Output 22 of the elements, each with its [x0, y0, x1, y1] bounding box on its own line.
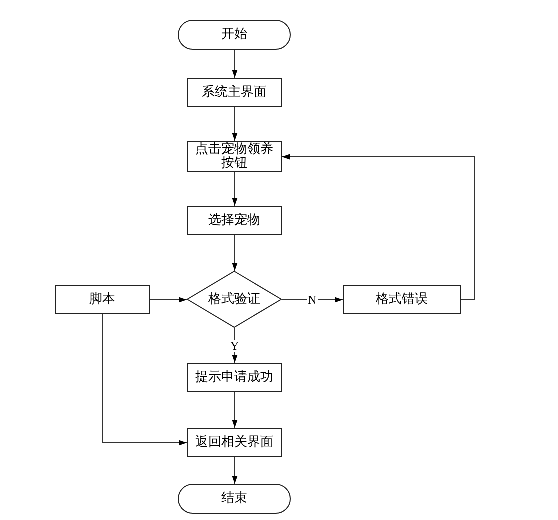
process-box: 脚本	[55, 285, 150, 314]
arrow	[232, 456, 238, 484]
process-box: 格式错误	[343, 285, 461, 314]
process-box: 选择宠物	[187, 206, 282, 235]
terminal-shape: 开始	[178, 20, 291, 50]
decision-diamond: 格式验证	[187, 271, 282, 328]
process-box: 点击宠物领养按钮	[187, 141, 282, 172]
process-box: 返回相关界面	[187, 428, 282, 457]
arrow	[232, 234, 238, 272]
edge-label: Y	[230, 340, 240, 352]
arrow	[150, 297, 188, 303]
arrow	[232, 172, 238, 206]
process-box: 系统主界面	[187, 78, 282, 107]
arrow	[282, 297, 344, 303]
arrow	[232, 50, 238, 78]
arrow	[232, 106, 238, 142]
terminal-shape: 结束	[178, 484, 291, 514]
arrow	[102, 314, 188, 446]
arrow	[282, 154, 475, 300]
arrow	[232, 392, 238, 428]
process-box: 提示申请成功	[187, 363, 282, 392]
edge-label: N	[307, 294, 318, 306]
